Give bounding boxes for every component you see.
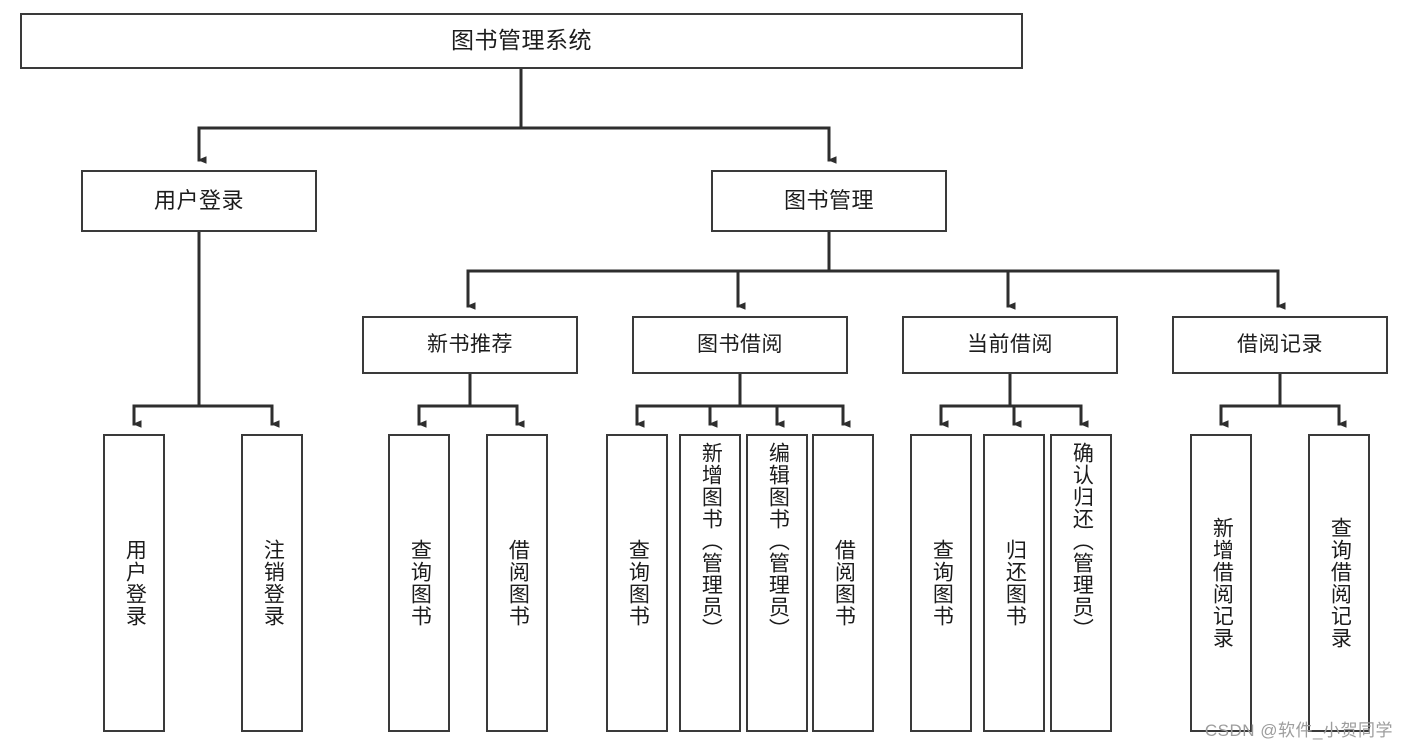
node-leaf-confirm-return-label: 确认归还（管理员） [1070,442,1094,640]
node-root[interactable]: 图书管理系统 [20,13,1023,69]
node-leaf-add-book[interactable]: 新增图书（管理员） [679,434,741,732]
node-book-borrow-label: 图书借阅 [697,332,783,356]
node-leaf-query-book-3[interactable]: 查询图书 [910,434,972,732]
node-leaf-query-book-2[interactable]: 查询图书 [606,434,668,732]
connectors-new-book-recommend-to-leaves [417,372,525,428]
watermark-text: CSDN @软件_小贺同学 [1204,721,1393,740]
connectors-current-borrow-to-leaves [939,372,1089,428]
node-leaf-return-book-label: 归还图书 [1003,539,1027,627]
node-root-label: 图书管理系统 [451,27,592,54]
node-current-borrow-label: 当前借阅 [967,332,1053,356]
node-book-borrow[interactable]: 图书借阅 [632,316,848,374]
node-leaf-query-record-label: 查询借阅记录 [1328,517,1352,649]
node-leaf-query-book-2-label: 查询图书 [626,539,650,627]
node-leaf-borrow-book-2[interactable]: 借阅图书 [812,434,874,732]
node-book-management-label: 图书管理 [783,187,874,213]
node-leaf-query-record[interactable]: 查询借阅记录 [1308,434,1370,732]
node-leaf-user-login-label: 用户登录 [123,539,147,627]
node-leaf-add-record[interactable]: 新增借阅记录 [1190,434,1252,732]
node-leaf-borrow-book-2-label: 借阅图书 [832,539,856,627]
node-leaf-query-book-1-label: 查询图书 [408,539,432,627]
connectors-user-login-to-leaves [132,230,280,428]
node-user-login[interactable]: 用户登录 [81,170,317,232]
node-leaf-edit-book-label: 编辑图书（管理员） [766,442,790,640]
node-leaf-borrow-book-1[interactable]: 借阅图书 [486,434,548,732]
node-leaf-return-book[interactable]: 归还图书 [983,434,1045,732]
node-new-book-recommend-label: 新书推荐 [427,332,513,356]
node-leaf-edit-book[interactable]: 编辑图书（管理员） [746,434,808,732]
node-leaf-query-book-3-label: 查询图书 [930,539,954,627]
node-current-borrow[interactable]: 当前借阅 [902,316,1118,374]
node-leaf-user-logout-label: 注销登录 [261,539,285,627]
node-borrow-record[interactable]: 借阅记录 [1172,316,1388,374]
node-leaf-query-book-1[interactable]: 查询图书 [388,434,450,732]
node-leaf-add-record-label: 新增借阅记录 [1210,517,1234,649]
node-new-book-recommend[interactable]: 新书推荐 [362,316,578,374]
node-book-management[interactable]: 图书管理 [711,170,947,232]
node-borrow-record-label: 借阅记录 [1237,332,1323,356]
node-leaf-borrow-book-1-label: 借阅图书 [506,539,530,627]
connectors-root-to-tier2 [197,67,837,164]
node-leaf-add-book-label: 新增图书（管理员） [699,442,723,640]
connectors-borrow-record-to-leaves [1219,372,1347,428]
connectors-book-borrow-to-leaves [635,372,851,428]
node-leaf-user-logout[interactable]: 注销登录 [241,434,303,732]
connectors-book-management-to-tier3 [466,230,1286,310]
node-user-login-label: 用户登录 [153,187,244,213]
node-leaf-confirm-return[interactable]: 确认归还（管理员） [1050,434,1112,732]
node-leaf-user-login[interactable]: 用户登录 [103,434,165,732]
